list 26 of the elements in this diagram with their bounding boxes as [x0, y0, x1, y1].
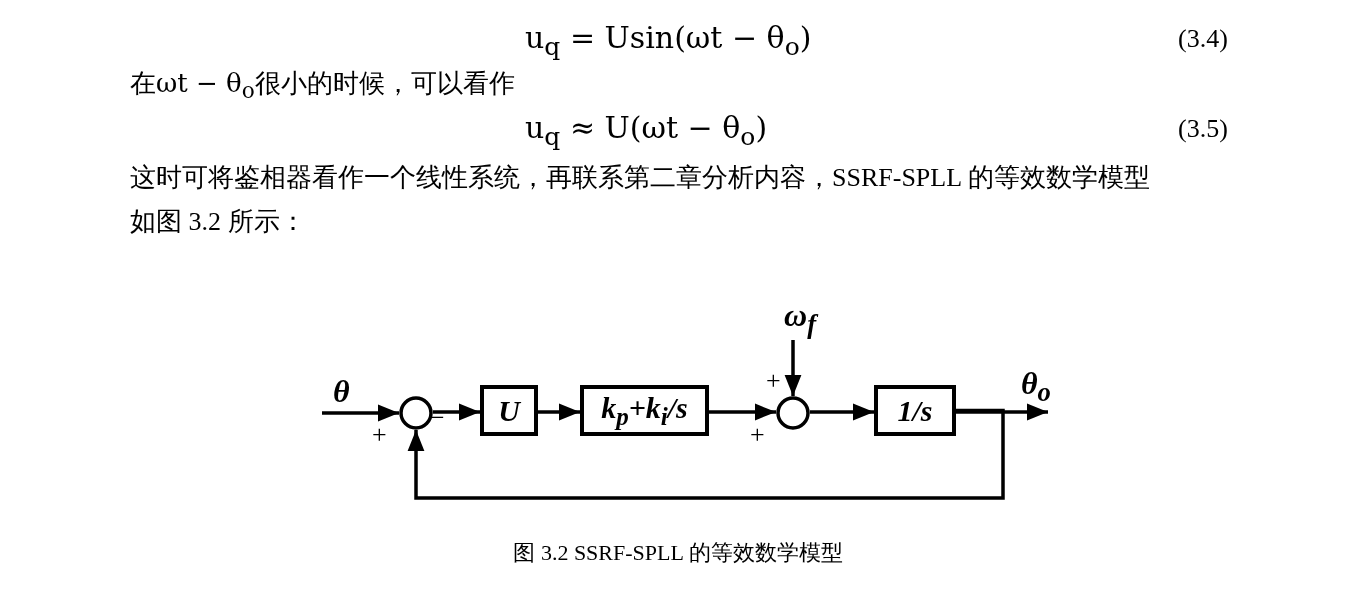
transfer-block: k$_{p}$+k$_{i}$/s [580, 385, 709, 436]
transfer-block: U [480, 385, 538, 436]
figure-caption: 图 3.2 SSRF-SPLL 的等效数学模型 [512, 539, 844, 567]
sign-label: + [372, 420, 387, 450]
input-signal-label: ω$_{f}$ [775, 298, 825, 340]
body-text: 在ωt − θ$_{o}$很小的时候，可以看作 [130, 67, 515, 104]
signal-arrow [956, 403, 1048, 421]
sign-label: + [766, 366, 781, 396]
summing-junction [399, 396, 433, 430]
summing-junction [776, 396, 810, 430]
signal-arrow [784, 340, 802, 396]
signal-arrow [433, 403, 480, 421]
signal-arrow [538, 403, 580, 421]
signal-arrow [709, 403, 776, 421]
signal-label: θ$_{o}$ [1021, 366, 1051, 410]
signal-arrow [810, 403, 874, 421]
signal-arrow [322, 404, 399, 422]
equation-number: (3.4) [1178, 24, 1228, 54]
feedback-arrow [407, 408, 1005, 500]
sign-label: + [750, 420, 765, 450]
equation: u$_{q}$ = Usin(ωt − θ$_{o}$) [525, 20, 812, 61]
signal-label: θ [333, 374, 350, 408]
transfer-block: 1/s [874, 385, 956, 436]
body-text: 这时可将鉴相器看作一个线性系统，再联系第二章分析内容，SSRF-SPLL 的等效数学模型如图 3.2 所示： [130, 162, 1151, 238]
equation-number: (3.5) [1178, 114, 1228, 144]
equation: u$_{q}$ ≈ U(ωt − θ$_{o}$) [525, 110, 768, 151]
